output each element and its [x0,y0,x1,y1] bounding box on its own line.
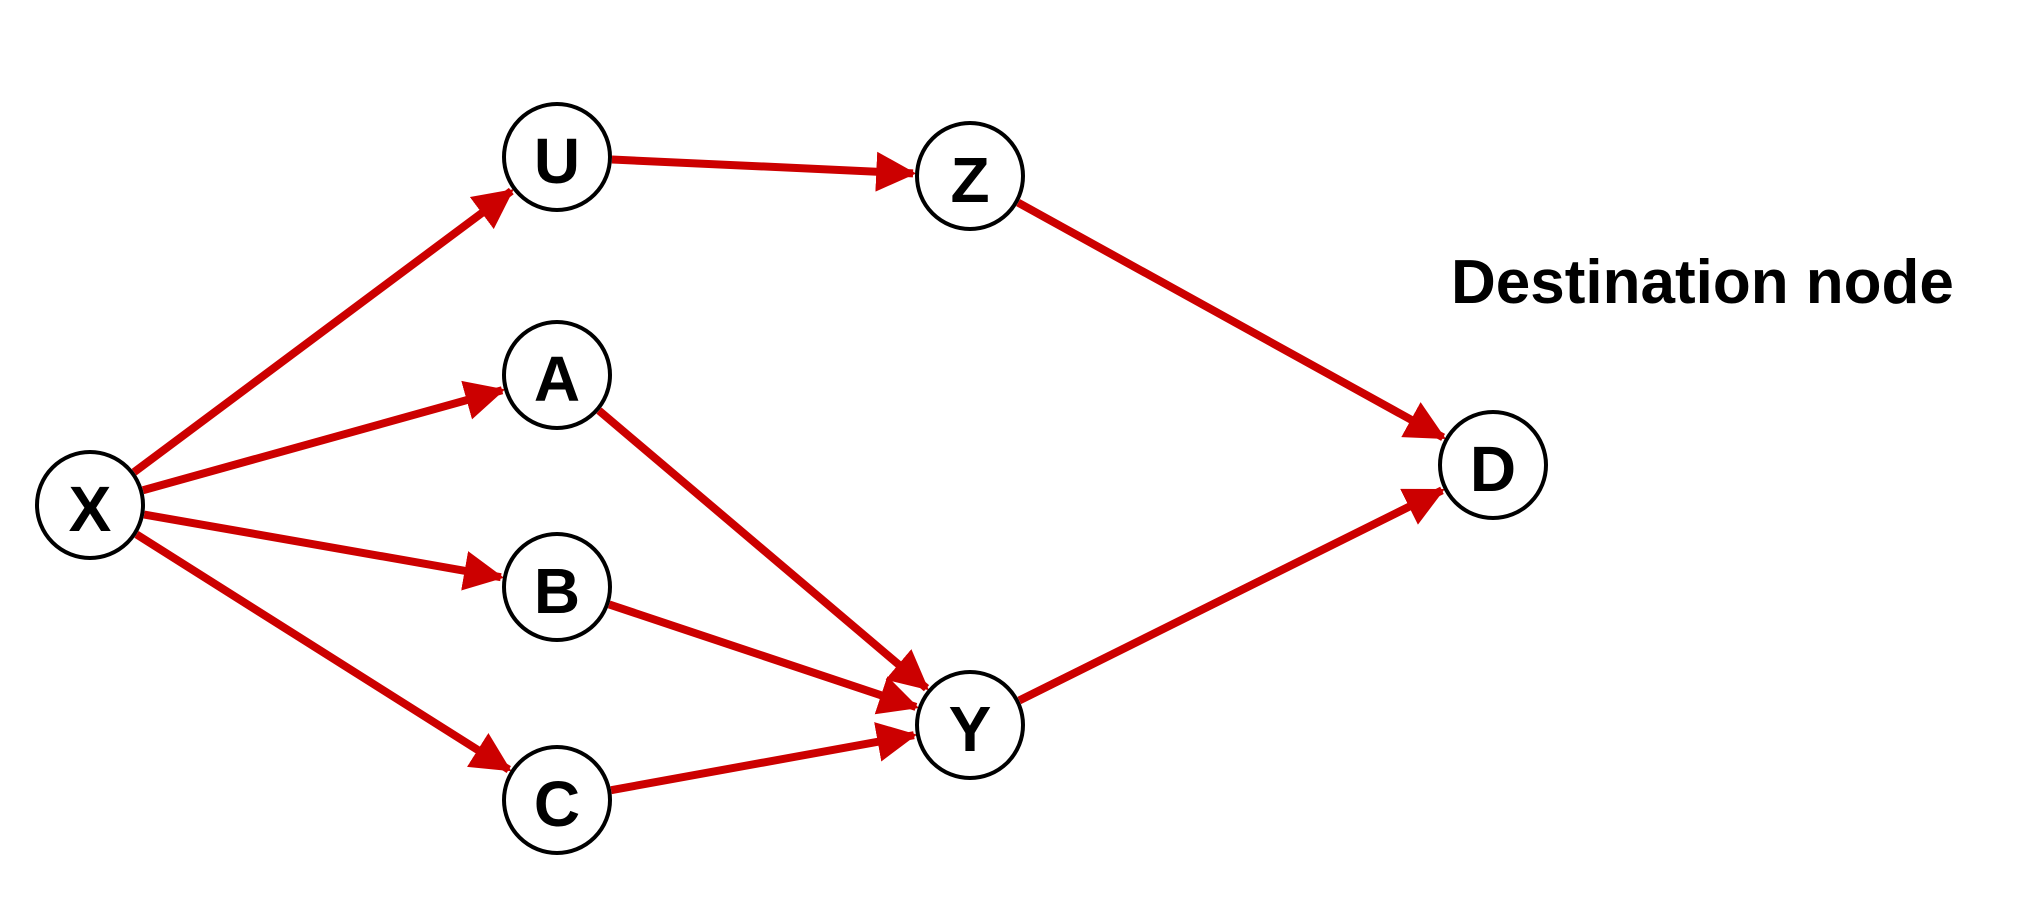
node-label: C [534,768,580,840]
edge-x-to-u [131,187,514,476]
node-c: C [502,745,612,855]
edge-c-to-y [610,722,918,795]
node-label: X [69,473,112,545]
edge-x-to-c [134,530,512,773]
node-y: Y [915,670,1025,780]
edge-x-to-b [143,510,505,591]
nodes: X U A B C Z Y D [35,102,1548,855]
node-circle [1438,410,1548,520]
node-circle [915,670,1025,780]
node-a: A [502,320,612,430]
node-circle [502,320,612,430]
node-label: Z [950,144,989,216]
node-circle [915,121,1025,231]
edge-u-to-z [611,151,917,192]
node-label: D [1470,433,1516,505]
edge-z-to-d [1016,199,1446,441]
node-x: X [35,450,145,560]
node-label: U [534,125,580,197]
node-z: Z [915,121,1025,231]
node-d: D [1438,410,1548,520]
node-circle [502,102,612,212]
node-label: Y [949,693,992,765]
edge-y-to-d [1017,486,1445,705]
node-circle [35,450,145,560]
edge-a-to-y [596,407,930,692]
node-b: B [502,532,612,642]
destination-node-label: Destination node [1451,248,1954,317]
node-label: A [534,343,580,415]
node-u: U [502,102,612,212]
node-circle [502,745,612,855]
node-label: B [534,555,580,627]
node-circle [502,532,612,642]
edge-x-to-a [141,380,506,495]
edge-b-to-y [607,600,919,715]
edges [131,151,1446,795]
